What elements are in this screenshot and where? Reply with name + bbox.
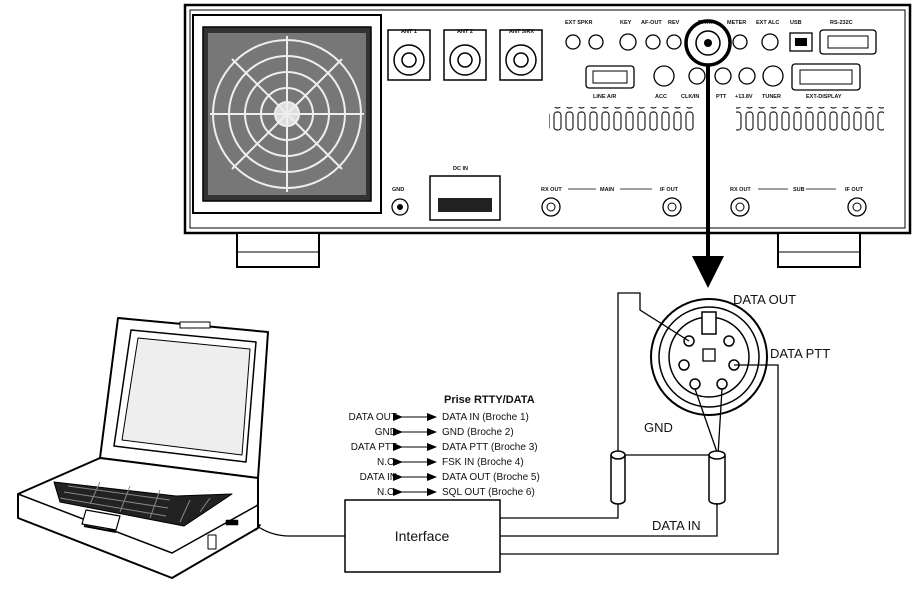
pinout-row: GND GND (Broche 2) xyxy=(375,427,514,438)
pinout-row: DATA PTT DATA PTT (Broche 3) xyxy=(351,442,538,453)
bottom-port-row: GND DC IN RX OUT MAIN IF OUT RX OUT SUB … xyxy=(391,166,867,221)
pinout-row: N.C. SQL OUT (Broche 6) xyxy=(377,487,535,498)
af-out-label: AF-OUT xyxy=(641,20,662,26)
shielded-cables xyxy=(500,450,726,537)
data-jack-highlight xyxy=(684,19,732,67)
meter-label: METER xyxy=(727,20,746,26)
tuner-label: TUNER xyxy=(762,94,781,100)
antenna-connectors: ANT 1 ANT 2 ANT 3/RX xyxy=(387,29,543,81)
pinout-right-2: GND (Broche 2) xyxy=(442,427,514,438)
pinout-table: Prise RTTY/DATA DATA OUT DATA IN (Broche… xyxy=(348,394,539,498)
rs232c-label: RS-232C xyxy=(830,20,853,26)
connector-data-in-label: DATA IN xyxy=(652,518,701,533)
pinout-right-4: FSK IN (Broche 4) xyxy=(442,457,524,468)
line-ar-label: LINE A/R xyxy=(593,94,616,100)
ext-spkr-label: EXT SPKR xyxy=(565,20,593,26)
pinout-right-5: DATA OUT (Broche 5) xyxy=(442,472,540,483)
middle-port-row: LINE A/R ACC CLK/IN PTT +13.8V TUNER EXT… xyxy=(585,63,861,100)
upper-port-row: EXT SPKR KEY AF-OUT REV DATA METER EXT A… xyxy=(565,20,877,55)
vent-row-left xyxy=(549,107,697,131)
ant3-label: ANT 3/RX xyxy=(509,29,534,35)
cooling-fan xyxy=(192,14,382,214)
pinout-left-4: N.C. xyxy=(377,457,397,468)
pinout-left-6: N.C. xyxy=(377,487,397,498)
vent-row-right xyxy=(736,107,884,131)
sub-label: SUB xyxy=(793,187,805,193)
ant2-label: ANT 2 xyxy=(457,29,473,35)
pinout-row: DATA IN DATA OUT (Broche 5) xyxy=(360,472,540,483)
pinout-left-3: DATA PTT xyxy=(351,442,397,453)
if-out-main-label: IF OUT xyxy=(660,187,679,193)
usb-label: USB xyxy=(790,20,802,26)
connector-data-out-label: DATA OUT xyxy=(733,292,796,307)
pinout-row: N.C. FSK IN (Broche 4) xyxy=(377,457,524,468)
rx-out-main-label: RX OUT xyxy=(541,187,562,193)
pinout-left-5: DATA IN xyxy=(360,472,397,483)
key-label: KEY xyxy=(620,20,632,26)
clk-label: CLK/IN xyxy=(681,94,699,100)
pinout-left-2: GND xyxy=(375,427,397,438)
pinout-row: DATA OUT DATA IN (Broche 1) xyxy=(348,412,528,423)
v13-label: +13.8V xyxy=(735,94,753,100)
ant1-label: ANT 1 xyxy=(401,29,417,35)
interface-box: Interface xyxy=(344,499,501,573)
ext-alc-label: EXT ALC xyxy=(756,20,779,26)
data-port-label: DATA xyxy=(698,20,712,26)
connector-wires xyxy=(500,292,779,555)
dc-in-label: DC IN xyxy=(453,166,468,172)
pinout-right-3: DATA PTT (Broche 3) xyxy=(442,442,538,453)
gnd-panel-label: GND xyxy=(392,187,404,193)
pinout-right-6: SQL OUT (Broche 6) xyxy=(442,487,535,498)
pinout-title: Prise RTTY/DATA xyxy=(444,394,535,406)
laptop-computer xyxy=(17,317,269,579)
rx-out-sub-label: RX OUT xyxy=(730,187,751,193)
pinout-right-1: DATA IN (Broche 1) xyxy=(442,412,529,423)
main-label: MAIN xyxy=(600,187,614,193)
acc-label: ACC xyxy=(655,94,667,100)
ptt-label: PTT xyxy=(716,94,727,100)
interface-to-laptop-cable xyxy=(251,521,345,537)
transceiver-rear-panel: ANT 1 ANT 2 ANT 3/RX EXT SPKR KEY AF-OUT… xyxy=(183,3,912,268)
ext-display-label: EXT-DISPLAY xyxy=(806,94,842,100)
pinout-left-1: DATA OUT xyxy=(348,412,397,423)
if-out-sub-label: IF OUT xyxy=(845,187,864,193)
interface-label: Interface xyxy=(395,528,450,544)
connector-gnd-label: GND xyxy=(644,420,673,435)
rev-label: REV xyxy=(668,20,680,26)
din-connector xyxy=(650,298,768,416)
connector-data-ptt-label: DATA PTT xyxy=(770,346,830,361)
